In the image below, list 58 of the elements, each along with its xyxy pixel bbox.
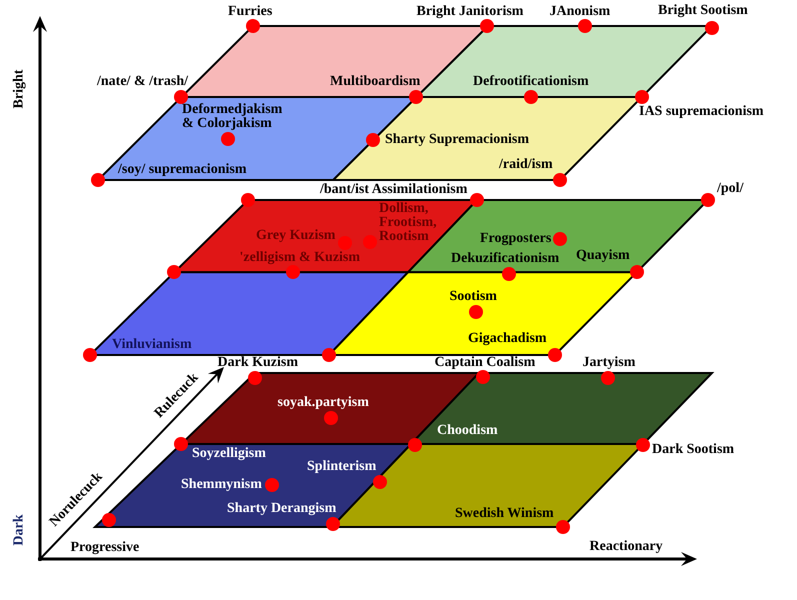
point-marker-icon — [556, 520, 570, 534]
point-marker-icon — [174, 90, 188, 104]
point-label: Dark Kuzism — [218, 356, 298, 370]
point-label: Captain Coalism — [434, 356, 536, 370]
point-label: Quayism — [576, 249, 630, 263]
point-marker-icon — [102, 513, 116, 527]
point-marker-icon — [241, 193, 255, 207]
point-marker-icon — [705, 21, 719, 35]
point-label: JAnonism — [550, 5, 610, 19]
point-label: Multiboardism — [330, 75, 420, 89]
point-label: Defrootificationism — [473, 75, 589, 89]
point-marker-icon — [470, 193, 484, 207]
point-marker-icon — [476, 370, 490, 384]
point-label: /nate/ & /trash/ — [97, 75, 188, 89]
point-label: Deformedjakism & Colorjakism — [182, 103, 284, 131]
point-marker-icon — [91, 173, 105, 187]
point-label: Dollism, Frootism, Rootism — [379, 202, 438, 244]
point-label: Furries — [228, 5, 272, 19]
point-label: /raid/ism — [499, 158, 553, 172]
point-label: Sharty Supremacionism — [385, 133, 530, 147]
point-label: IAS supremacionism — [639, 105, 764, 119]
axis-label: Dark — [12, 514, 26, 546]
point-label: 'zelligism & Kuzism — [240, 251, 360, 265]
point-label: Jartyism — [582, 356, 636, 370]
point-marker-icon — [174, 437, 188, 451]
point-marker-icon — [326, 517, 340, 531]
point-label: Frogposters — [480, 232, 552, 246]
point-label: Choodism — [437, 424, 498, 438]
point-marker-icon — [246, 19, 260, 33]
axis-label: Bright — [12, 70, 26, 108]
point-label: Dekuzificationism — [451, 252, 560, 266]
point-label: Vinluvianism — [112, 338, 192, 352]
point-marker-icon — [83, 348, 97, 362]
point-marker-icon — [322, 348, 336, 362]
point-marker-icon — [553, 173, 567, 187]
point-label: /bant/ist Assimilationism — [320, 183, 468, 197]
point-label: Soyzelligism — [192, 447, 266, 461]
point-label: /pol/ — [717, 182, 744, 196]
point-label: Gigachadism — [468, 332, 547, 346]
point-marker-icon — [248, 371, 262, 385]
point-label: Splinterism — [307, 460, 376, 474]
axis-label: Progressive — [70, 541, 140, 555]
point-label: /soy/ supremacionism — [118, 163, 246, 177]
point-label: Grey Kuzism — [256, 229, 336, 243]
point-marker-icon — [167, 265, 181, 279]
axis-label: Reactionary — [590, 540, 663, 554]
point-label: Dark Sootism — [652, 443, 734, 457]
point-marker-icon — [578, 19, 592, 33]
point-label: Bright Janitorism — [416, 5, 524, 19]
point-label: soyak.partyism — [278, 396, 369, 410]
point-marker-icon — [480, 19, 494, 33]
point-label: Bright Sootism — [658, 4, 748, 18]
point-label: Swedish Winism — [455, 507, 554, 521]
point-label: Sootism — [450, 290, 497, 304]
point-marker-icon — [701, 193, 715, 207]
point-label: Sharty Derangism — [227, 502, 336, 516]
point-label: Shemmynism — [181, 478, 262, 492]
point-marker-icon — [548, 348, 562, 362]
